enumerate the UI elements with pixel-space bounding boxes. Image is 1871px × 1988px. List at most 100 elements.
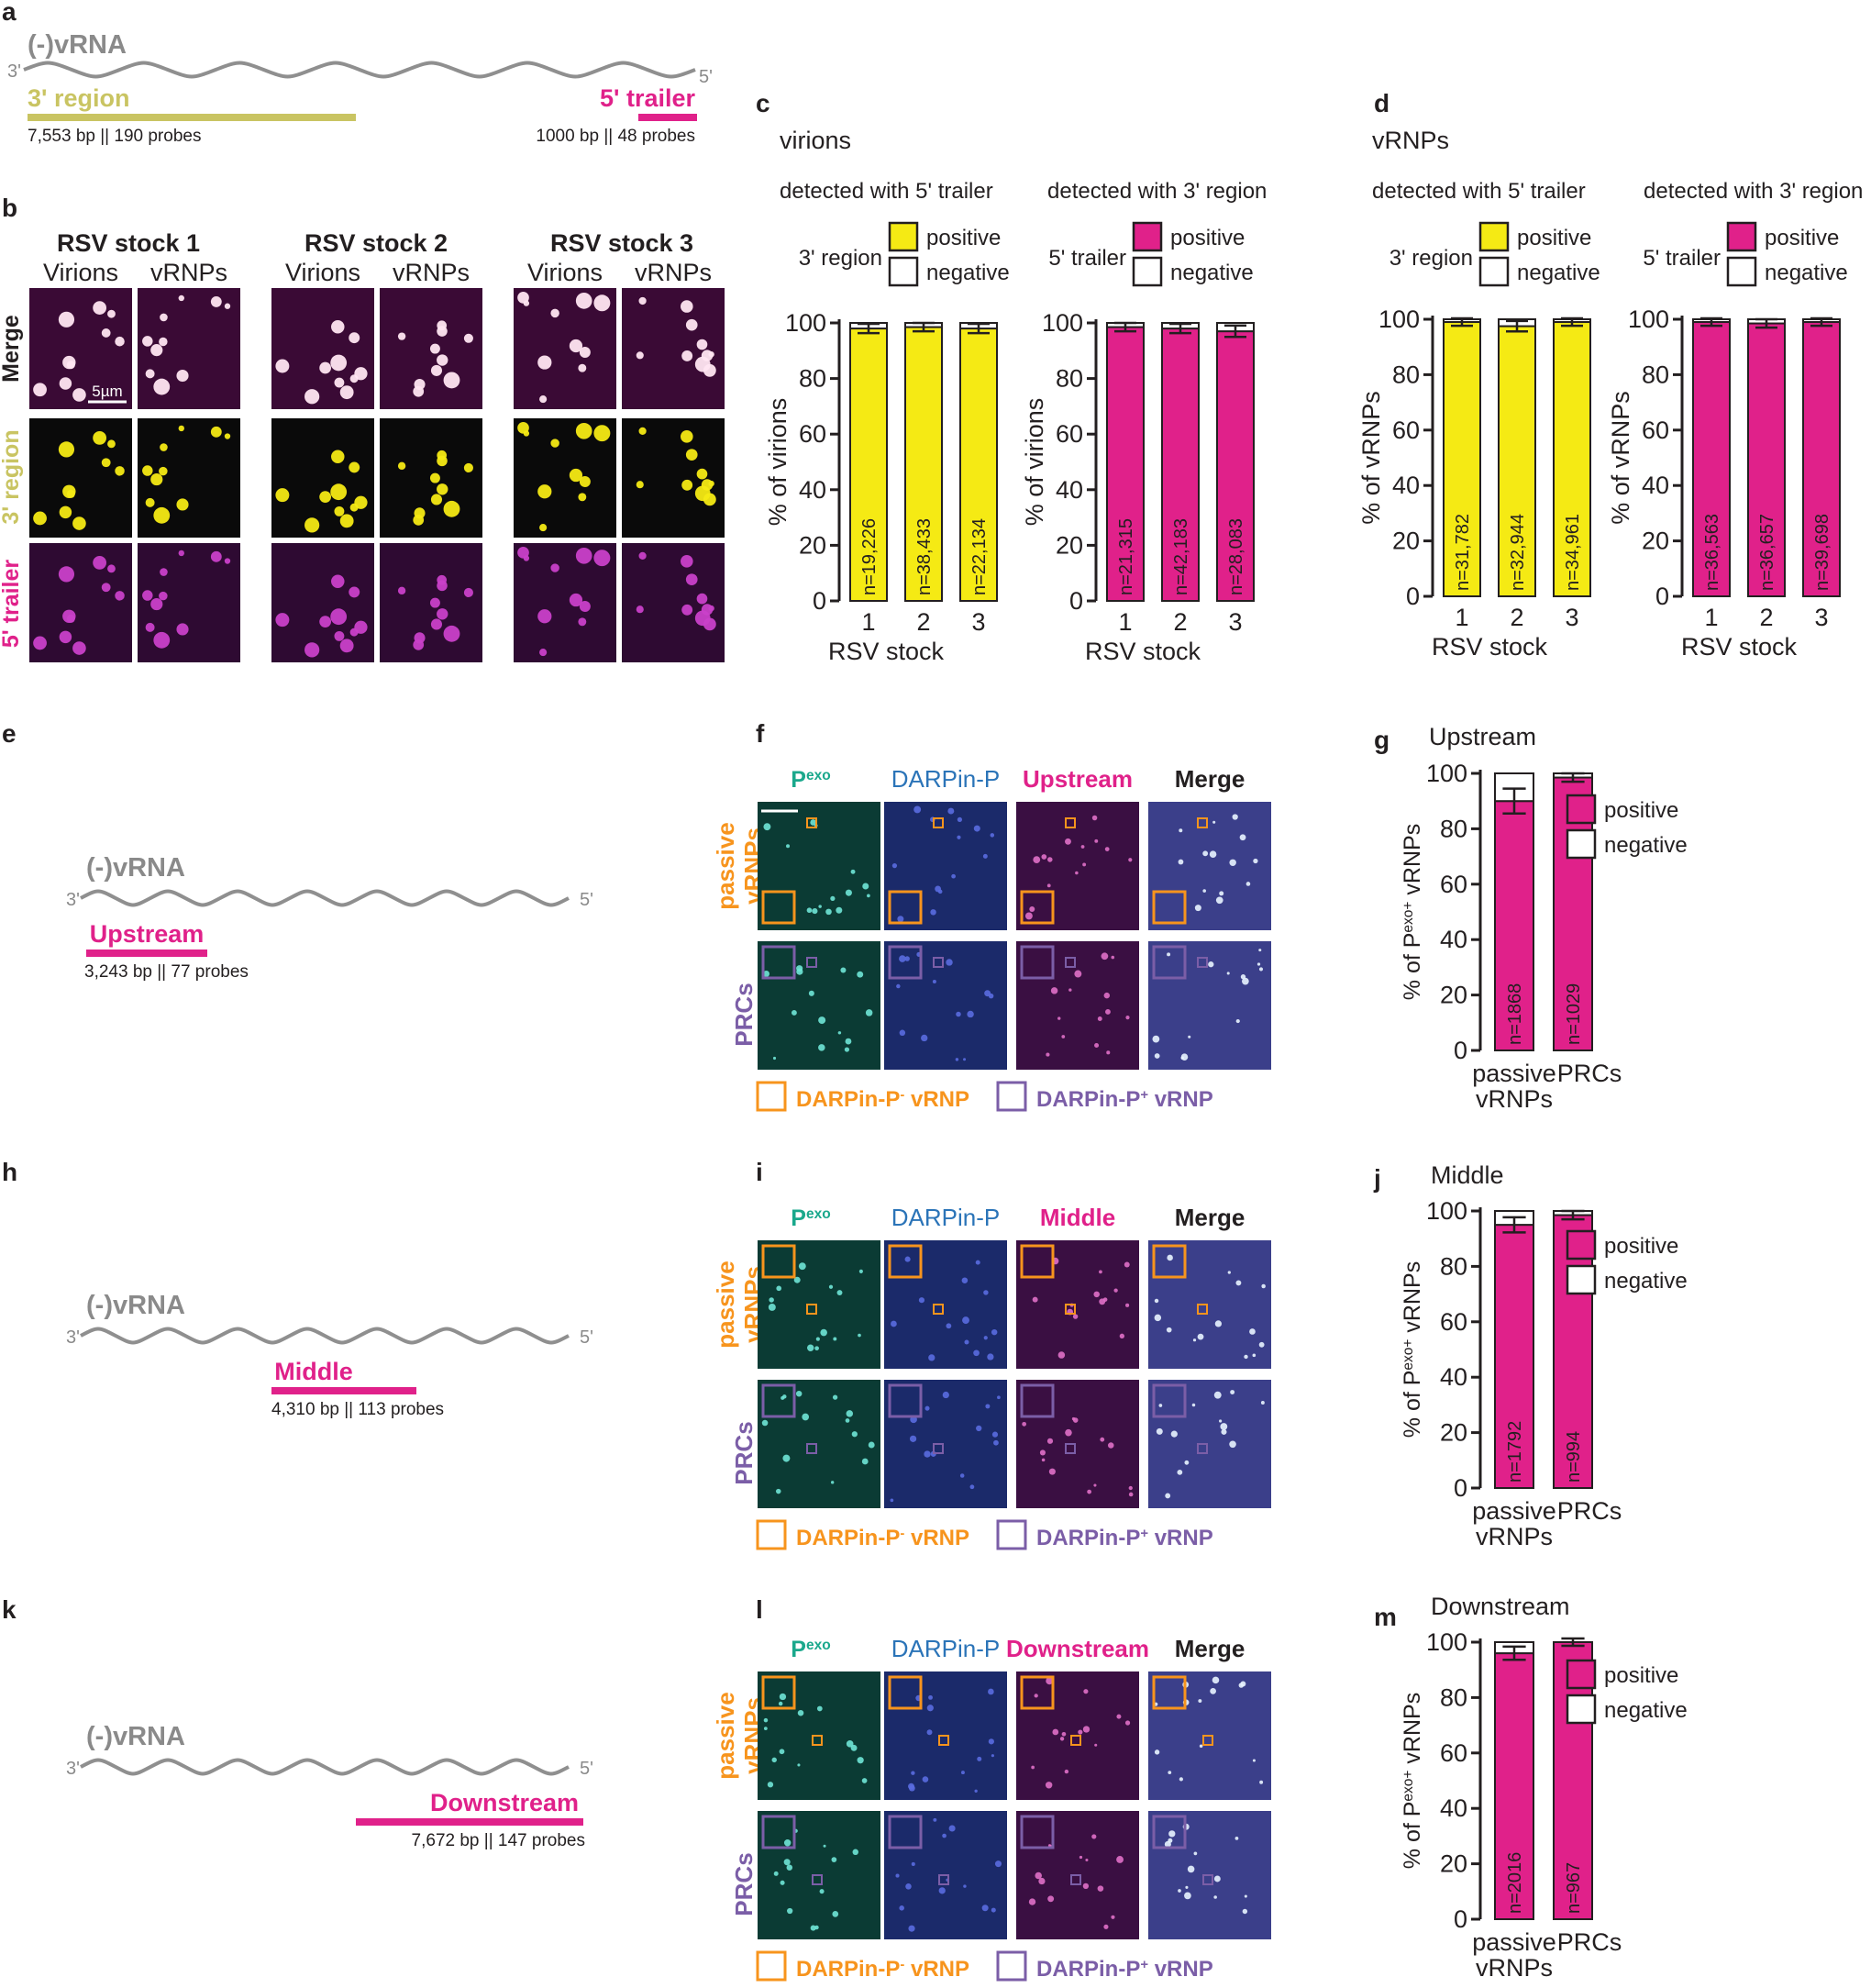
y-tick-label: 20 [1440, 982, 1467, 1009]
particle-spot [685, 318, 698, 331]
if-spot [955, 1058, 959, 1061]
if-spot [808, 990, 814, 996]
y-tick-label: 80 [799, 365, 826, 393]
inset-box [761, 1244, 796, 1279]
if-spot [1125, 1303, 1130, 1307]
if-spot [787, 1907, 793, 1915]
if-spot [1198, 1699, 1202, 1704]
if-spot [1064, 1769, 1069, 1774]
if-spot [1239, 834, 1246, 841]
bar-positive [1494, 800, 1534, 1051]
legend-darpin-neg: DARPin-P- vRNP [796, 1087, 969, 1112]
particle-spot [319, 491, 332, 504]
if-spot [1100, 1437, 1105, 1442]
y-tick-label: 80 [1392, 361, 1420, 388]
if-spot [1033, 856, 1041, 863]
particle-spot [33, 511, 47, 526]
if-spot [911, 1861, 915, 1866]
label-superscript: + [1140, 1088, 1148, 1103]
col-header-darpin: DARPin-P [891, 1635, 1000, 1662]
if-spot [947, 807, 955, 815]
particle-spot [62, 484, 76, 498]
if-spot [1212, 820, 1216, 824]
if-spot [1229, 859, 1236, 867]
particle-spot [537, 609, 552, 624]
particle-spot [593, 294, 611, 312]
vrna-label: (-)vRNA [86, 853, 185, 883]
inset-box [1152, 1675, 1187, 1710]
inset-origin-box [812, 1874, 823, 1885]
legend-darpin-pos: DARPin-P+ vRNP [1036, 1957, 1213, 1982]
end-5prime-label: 5' [580, 1759, 593, 1779]
if-spot [1093, 1483, 1097, 1487]
label-superscript: - [900, 1527, 904, 1541]
if-spot [820, 1328, 827, 1337]
inset-box [1152, 1383, 1187, 1418]
label-base: DARPin-P [1036, 1957, 1140, 1982]
inset-origin-box [806, 817, 817, 828]
if-spot [1094, 1043, 1100, 1048]
legend-swatch-positive [1726, 221, 1757, 252]
if-spot [973, 825, 980, 832]
col-header-merge: Merge [1175, 765, 1245, 793]
y-tick-label: 60 [1440, 871, 1467, 898]
particle-spot [437, 354, 448, 366]
inset-box [1020, 945, 1055, 980]
inset-origin-box [806, 1443, 817, 1454]
particle-spot [550, 563, 559, 572]
y-tick-label: 0 [1454, 1474, 1467, 1502]
legend-swatch-negative [1566, 1694, 1597, 1725]
x-tick-label: 1 [861, 608, 875, 636]
if-spot [1167, 952, 1171, 957]
row-label-passive: passive [712, 1692, 739, 1779]
bar-n-label: n=32,944 [1508, 514, 1528, 591]
if-spot [991, 1907, 996, 1913]
particle-spot [685, 449, 698, 461]
particle-spot [437, 608, 448, 620]
if-spot [831, 1857, 837, 1862]
legend-swatch-negative [1566, 828, 1597, 860]
particle-spot [578, 493, 587, 502]
if-spot [858, 1269, 863, 1273]
if-spot [776, 1285, 782, 1292]
if-spot [1168, 1838, 1173, 1843]
particle-spot [145, 622, 155, 632]
label-base: P [791, 1205, 806, 1231]
y-tick-label: 60 [1392, 416, 1420, 444]
y-tick-label: 20 [1056, 531, 1083, 559]
if-spot [825, 908, 832, 916]
particle-spot [463, 462, 473, 473]
if-spot [1085, 1858, 1089, 1862]
bar-n-label: n=34,961 [1563, 514, 1583, 591]
y-tick-label: 100 [785, 309, 826, 337]
trailer-name: 5' trailer [600, 84, 695, 112]
legend-positive: positive [1604, 798, 1678, 823]
if-spot [1179, 1777, 1183, 1782]
particle-spot [93, 555, 106, 570]
particle-spot [638, 551, 647, 560]
if-spot [1213, 1895, 1217, 1899]
inset-origin-box [1065, 817, 1076, 828]
chart-title: Downstream [1431, 1593, 1570, 1620]
particle-spot [224, 303, 231, 309]
legend-negative: negative [1517, 261, 1600, 285]
inset-box [1152, 945, 1187, 980]
particle-spot [210, 426, 222, 438]
if-spot [802, 1413, 810, 1421]
y-tick-label: 80 [1440, 1252, 1467, 1280]
if-spot [768, 1303, 776, 1311]
legend-swatch-negative [1566, 1264, 1597, 1295]
if-spot [810, 819, 817, 826]
probe-name: Downstream [430, 1789, 579, 1816]
if-spot [1242, 1908, 1248, 1915]
inset-box [1020, 1675, 1055, 1710]
if-spot [861, 1458, 869, 1465]
inset-box [761, 1383, 796, 1418]
bar-n-label: n=19,226 [859, 518, 880, 595]
particle-spot [93, 301, 106, 315]
legend-positive: positive [1170, 226, 1245, 250]
if-spot [1059, 1737, 1065, 1741]
if-spot [1078, 1729, 1083, 1735]
vrna-wave [80, 1758, 570, 1776]
